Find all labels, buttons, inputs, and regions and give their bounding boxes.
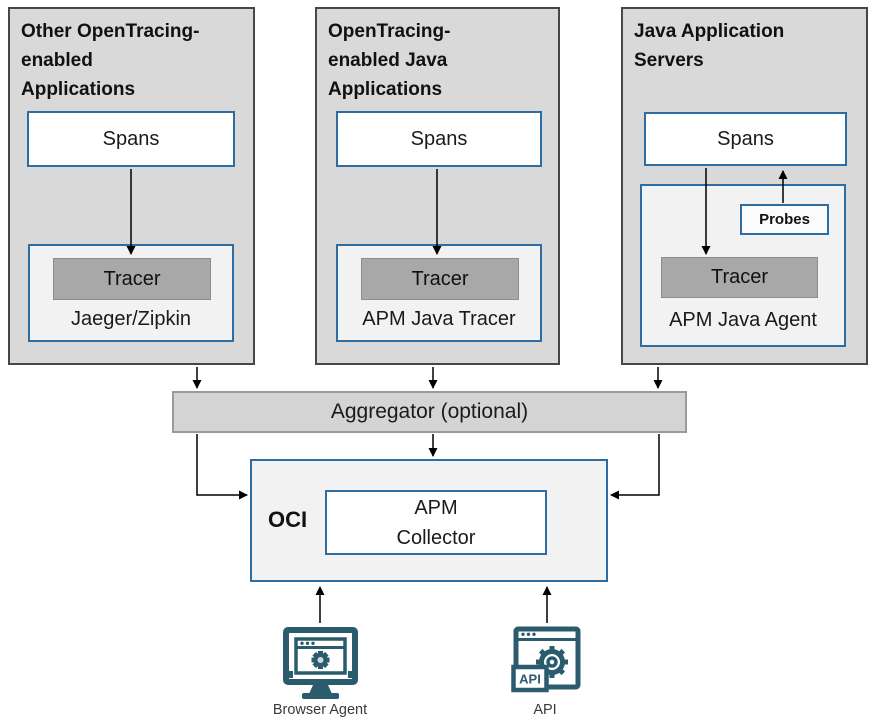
panel-caption: Jaeger/Zipkin [70,308,192,330]
oci-label: OCI [268,507,308,532]
browser-agent-icon [282,627,359,701]
arrow-aggregator-right-to-oci [610,434,660,500]
spans-label: Spans [717,127,774,150]
aggregator-bar: Aggregator (optional) [172,391,687,433]
api-label: API [533,702,557,718]
jaeger-zipkin-panel: Tracer Jaeger/Zipkin [28,244,234,342]
column-title: Java Application Servers [634,21,785,71]
tracer-box-3: Tracer [661,257,818,298]
tracer-label: Tracer [411,267,469,290]
aggregator-label: Aggregator (optional) [330,400,529,423]
probes-label: Probes [759,211,810,228]
apm-collector-label: APM Collector [396,496,476,549]
column-title: OpenTracing- enabled Java Applications [328,21,451,100]
panel-caption: APM Java Agent [669,309,817,331]
apm-java-agent-panel: Probes Tracer APM Java Agent [640,184,846,347]
oci-box: OCI APM Collector [250,459,608,582]
tracer-box-1: Tracer [53,258,211,300]
spans-label: Spans [410,127,468,150]
panel-caption: APM Java Tracer [362,308,516,330]
tracer-label: Tracer [103,267,161,290]
spans-box-1: Spans [27,111,235,167]
spans-box-2: Spans [336,111,542,167]
spans-label: Spans [102,127,160,150]
arrow-aggregator-left-to-oci [196,434,248,500]
apm-java-tracer-panel: Tracer APM Java Tracer [336,244,542,342]
api-badge-text: API [519,672,541,687]
column-title: Other OpenTracing- enabled Applications [21,21,200,100]
spans-box-3: Spans [644,112,847,166]
apm-collector-box: APM Collector [325,490,547,555]
api-icon: API [511,626,581,700]
browser-agent-label: Browser Agent [272,702,368,718]
probes-box: Probes [740,204,829,235]
tracer-box-2: Tracer [361,258,519,300]
tracer-label: Tracer [710,266,769,288]
